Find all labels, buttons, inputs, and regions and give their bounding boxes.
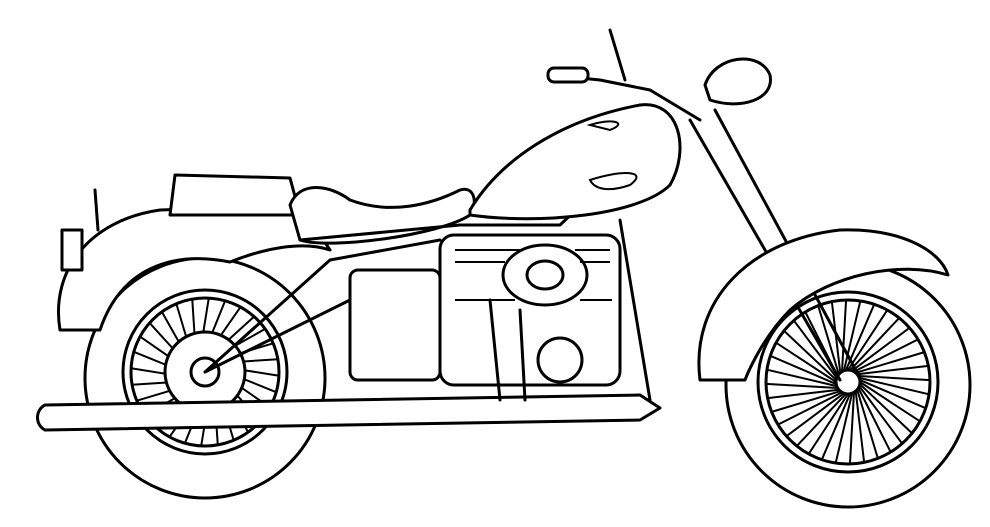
- spoke: [859, 381, 921, 423]
- spoke: [807, 393, 849, 455]
- spoke: [766, 368, 837, 388]
- spoke: [842, 300, 862, 371]
- front-wheel: [724, 261, 972, 509]
- fuel-tank: [468, 103, 682, 221]
- spoke: [857, 387, 892, 453]
- spoke: [767, 388, 839, 400]
- spoke: [765, 382, 838, 389]
- spoke: [841, 299, 848, 372]
- front-fender: [697, 228, 950, 382]
- spoke: [796, 393, 847, 447]
- spoke: [847, 309, 889, 371]
- spoke: [851, 327, 911, 372]
- exhaust-pipe: [36, 393, 662, 432]
- tail-light: [60, 228, 84, 272]
- spoke: [785, 392, 845, 437]
- spoke: [849, 317, 900, 371]
- saddlebag: [168, 173, 302, 217]
- spoke: [820, 393, 852, 461]
- spoke: [783, 330, 837, 381]
- spoke: [859, 376, 930, 396]
- spoke: [817, 305, 840, 375]
- spoke: [853, 338, 919, 373]
- spoke: [793, 319, 838, 379]
- spoke: [855, 351, 925, 374]
- spoke: [769, 354, 837, 386]
- spoke: [834, 393, 854, 464]
- spoke: [775, 341, 837, 383]
- spoke: [830, 301, 842, 373]
- headlight: [703, 57, 772, 106]
- engine: [348, 233, 622, 387]
- rear-wheel: [83, 256, 327, 500]
- spoke: [859, 378, 927, 410]
- spoke: [858, 385, 903, 445]
- spoke: [857, 364, 929, 376]
- spoke: [859, 383, 913, 434]
- spoke: [858, 375, 931, 382]
- spoke: [848, 392, 855, 465]
- seat: [288, 186, 476, 245]
- spoke: [856, 389, 879, 459]
- spoke: [777, 391, 843, 426]
- spoke: [854, 391, 866, 463]
- spoke: [771, 390, 841, 413]
